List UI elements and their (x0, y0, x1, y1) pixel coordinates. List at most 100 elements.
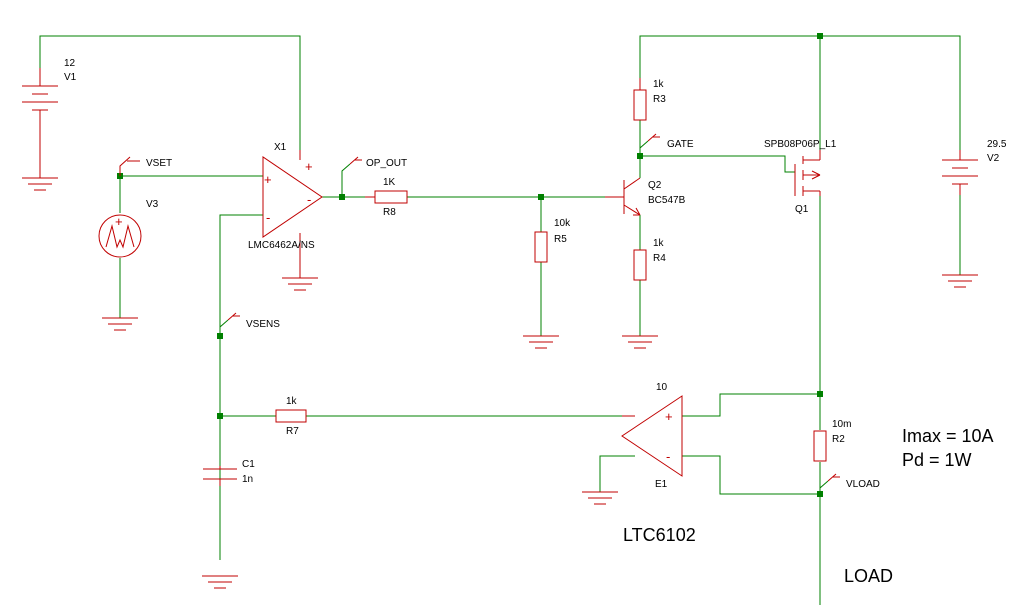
resistor-r7[interactable]: 1k R7 (275, 396, 307, 437)
opamp-plus-supply-sign: + (305, 159, 313, 174)
resistor-r5[interactable]: 10k R5 (523, 218, 571, 349)
q1-name: Q1 (795, 204, 809, 215)
flag-vsens-icon (227, 312, 240, 321)
e1-gain: 10 (656, 382, 668, 393)
npn-transistor-icon (605, 177, 641, 216)
wires (39, 35, 961, 605)
amplifier-e1[interactable]: + - 10 E1 (582, 382, 683, 505)
source-v3[interactable]: + V3 (98, 199, 159, 331)
e1-minus-sign: - (666, 449, 670, 464)
battery-icon (22, 68, 58, 178)
junction-r7 (217, 413, 223, 419)
q2-name: Q2 (648, 180, 662, 191)
x1-model: LMC6462A/NS (248, 240, 315, 251)
ground-icon (22, 177, 58, 191)
note-imax: Imax = 10A (902, 426, 994, 446)
c1-value: 1n (242, 474, 253, 485)
junctions (117, 33, 823, 497)
pmos-transistor-icon (794, 150, 821, 196)
r4-value: 1k (653, 238, 665, 249)
resistor-icon (374, 190, 408, 204)
note-ltc6102: LTC6102 (623, 525, 696, 545)
resistor-icon (633, 89, 647, 121)
resistor-icon (813, 430, 827, 462)
v1-value: 12 (64, 58, 76, 69)
r4-name: R4 (653, 253, 666, 264)
v3-name: V3 (146, 199, 159, 210)
waveform-icon (105, 224, 135, 249)
ground-icon (282, 277, 318, 291)
junction-opout (339, 194, 345, 200)
source-v1[interactable]: 12 V1 (22, 58, 77, 191)
capacitor-icon (203, 466, 237, 486)
e1-name: E1 (655, 479, 668, 490)
annotations: LTC6102 LOAD Imax = 10A Pd = 1W (623, 426, 994, 586)
opamp-x1[interactable]: + - + - X1 LMC6462A/NS (248, 142, 323, 291)
net-label-vset: VSET (146, 158, 172, 169)
ground-icon (523, 335, 559, 349)
flag-vload-icon (827, 473, 840, 482)
flag-gate-icon (647, 133, 660, 142)
junction-vsens (217, 333, 223, 339)
wire-feedback (219, 214, 263, 560)
mosfet-q1[interactable]: SPB08P06P_L1 Q1 (764, 139, 837, 215)
flag-vset-icon (119, 156, 140, 176)
r8-name: R8 (383, 207, 396, 218)
ground-icon (202, 575, 238, 589)
ground-icon (622, 335, 658, 349)
note-pd: Pd = 1W (902, 450, 972, 470)
wire-gate (640, 155, 795, 173)
v1-name: V1 (64, 72, 77, 83)
opamp-triangle-icon (262, 156, 323, 238)
v2-name: V2 (987, 153, 1000, 164)
net-label-gate: GATE (667, 139, 694, 150)
capacitor-c1[interactable]: C1 1n (202, 459, 255, 589)
r8-value: 1K (383, 177, 396, 188)
flag-opout-icon (349, 156, 362, 165)
net-label-op-out: OP_OUT (366, 158, 407, 169)
resistor-r8[interactable]: 1K R8 (365, 177, 408, 218)
resistor-r4[interactable]: 1k R4 (622, 238, 666, 349)
net-flags: VSET OP_OUT VSENS GATE VLOAD (119, 133, 880, 490)
resistor-icon (534, 231, 548, 263)
ground-icon (582, 491, 618, 505)
transistor-q2[interactable]: Q2 BC547B (605, 177, 686, 216)
resistor-r3[interactable]: 1k R3 (633, 78, 666, 121)
r5-name: R5 (554, 234, 567, 245)
ground-icon (102, 317, 138, 331)
resistor-icon (275, 409, 307, 423)
wire-e1-minus (682, 455, 820, 495)
r2-value: 10m (832, 419, 851, 430)
x1-name: X1 (274, 142, 287, 153)
r3-name: R3 (653, 94, 666, 105)
junction-r5 (538, 194, 544, 200)
q1-model: SPB08P06P_L1 (764, 139, 837, 150)
wire-e1-ground (599, 455, 635, 492)
signal-source-icon (98, 214, 142, 258)
opamp-minus-in-sign: - (266, 210, 270, 225)
v3-plus-sign: + (115, 214, 123, 229)
junction-gate (637, 153, 643, 159)
ground-icon (942, 274, 978, 288)
wire-v1-supply (39, 35, 301, 150)
junction-r2-top (817, 391, 823, 397)
resistor-r2[interactable]: 10m R2 (813, 419, 851, 462)
opamp-plus-in-sign: + (264, 172, 272, 187)
e1-plus-sign: + (665, 409, 673, 424)
amplifier-triangle-icon (621, 395, 683, 477)
wire-e1-plus (682, 393, 820, 417)
net-label-vsens: VSENS (246, 319, 280, 330)
wire-vset (119, 175, 263, 213)
source-v2[interactable]: 29.5 V2 (942, 139, 1007, 288)
wire-v2-supply (639, 35, 961, 150)
net-label-vload: VLOAD (846, 479, 880, 490)
v2-value: 29.5 (987, 139, 1007, 150)
q2-model: BC547B (648, 195, 686, 206)
opamp-minus-supply-sign: - (307, 192, 311, 207)
wire-opout-flag (341, 163, 351, 197)
r7-value: 1k (286, 396, 298, 407)
r7-name: R7 (286, 426, 299, 437)
battery-icon (942, 150, 978, 195)
junction-source (817, 33, 823, 39)
